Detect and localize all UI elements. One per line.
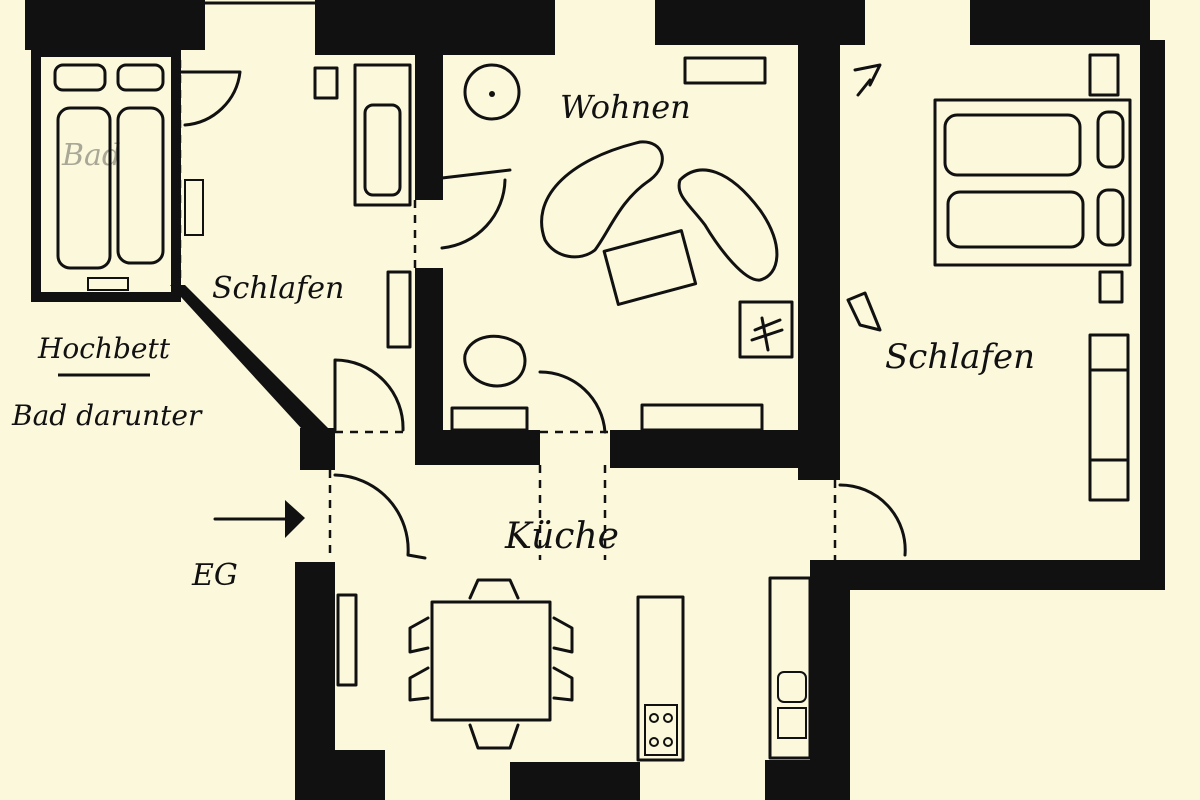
room-label-schlafen-left: Schlafen: [212, 271, 344, 306]
doors: [178, 60, 907, 560]
note-entrance-eg: EG: [191, 558, 238, 593]
room-label-kueche: Küche: [504, 516, 619, 557]
room-label-schlafen-right: Schlafen: [885, 337, 1035, 377]
room-label-bad: Bad: [61, 138, 121, 173]
note-bad-darunter: Bad darunter: [11, 399, 203, 432]
room-label-wohnen: Wohnen: [560, 88, 691, 126]
furniture: [53, 53, 1132, 762]
walls: [25, 0, 1165, 800]
note-hochbett: Hochbett: [37, 332, 171, 365]
